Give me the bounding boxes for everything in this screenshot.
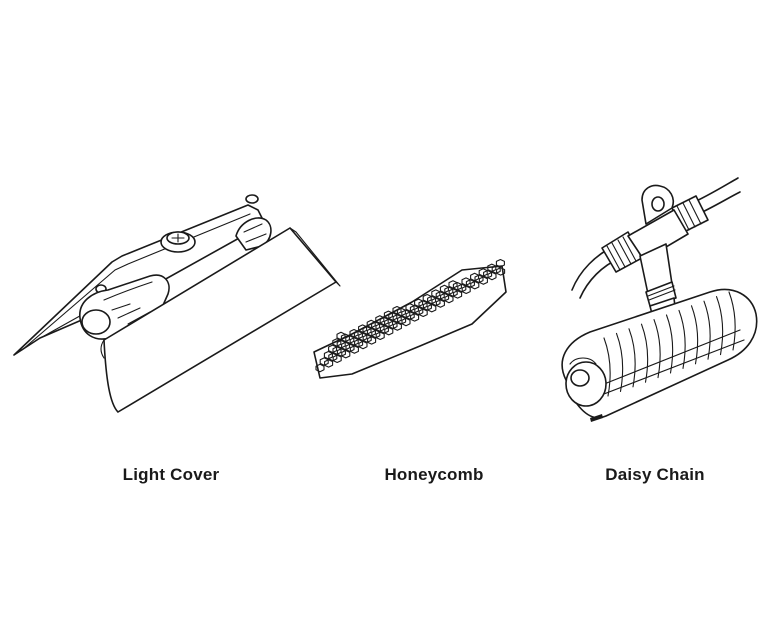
lamp-rib xyxy=(603,337,611,397)
honeycomb-cell xyxy=(435,299,445,308)
honeycomb-cell xyxy=(444,294,454,304)
honeycomb-cell xyxy=(418,308,428,318)
honeycomb-cell xyxy=(315,363,325,373)
honeycomb-cell xyxy=(470,280,480,290)
lamp-rib xyxy=(615,332,624,392)
honeycomb-cell xyxy=(324,359,334,368)
lamp-rib xyxy=(653,319,661,379)
lamp-rib xyxy=(678,309,686,369)
label-daisy-chain: Daisy Chain xyxy=(605,465,705,484)
honeycomb-cell xyxy=(367,336,377,345)
honeycomb-illustration xyxy=(313,258,507,379)
honeycomb-cell xyxy=(358,340,368,350)
lamp-rib xyxy=(628,328,636,388)
honeycomb-cell xyxy=(349,345,359,354)
honeycomb-cell xyxy=(332,354,342,364)
honeycomb-cell xyxy=(392,322,402,331)
label-light-cover: Light Cover xyxy=(122,465,220,484)
daisy-chain-illustration xyxy=(561,177,758,422)
honeycomb-cell xyxy=(410,313,420,322)
honeycomb-cell xyxy=(401,317,411,327)
honeycomb-cell xyxy=(496,267,506,276)
lamp-rib xyxy=(728,291,736,351)
honeycomb-cell xyxy=(461,285,471,295)
label-honeycomb: Honeycomb xyxy=(384,465,484,484)
honeycomb-cell xyxy=(427,303,437,313)
honeycomb-cell xyxy=(341,349,351,359)
lamp-rib xyxy=(690,305,699,365)
honeycomb-cell xyxy=(453,290,463,299)
honeycomb-cell xyxy=(375,331,385,341)
lamp-rib xyxy=(703,300,711,360)
lamp-rib xyxy=(665,314,674,374)
honeycomb-cell xyxy=(384,326,394,336)
light-cover-illustration xyxy=(13,194,341,413)
lamp-rib xyxy=(640,323,649,383)
lamp-rib xyxy=(715,296,724,356)
honeycomb-cell xyxy=(478,276,488,285)
honeycomb-cell xyxy=(487,271,497,281)
honeycomb-cell xyxy=(495,258,505,268)
